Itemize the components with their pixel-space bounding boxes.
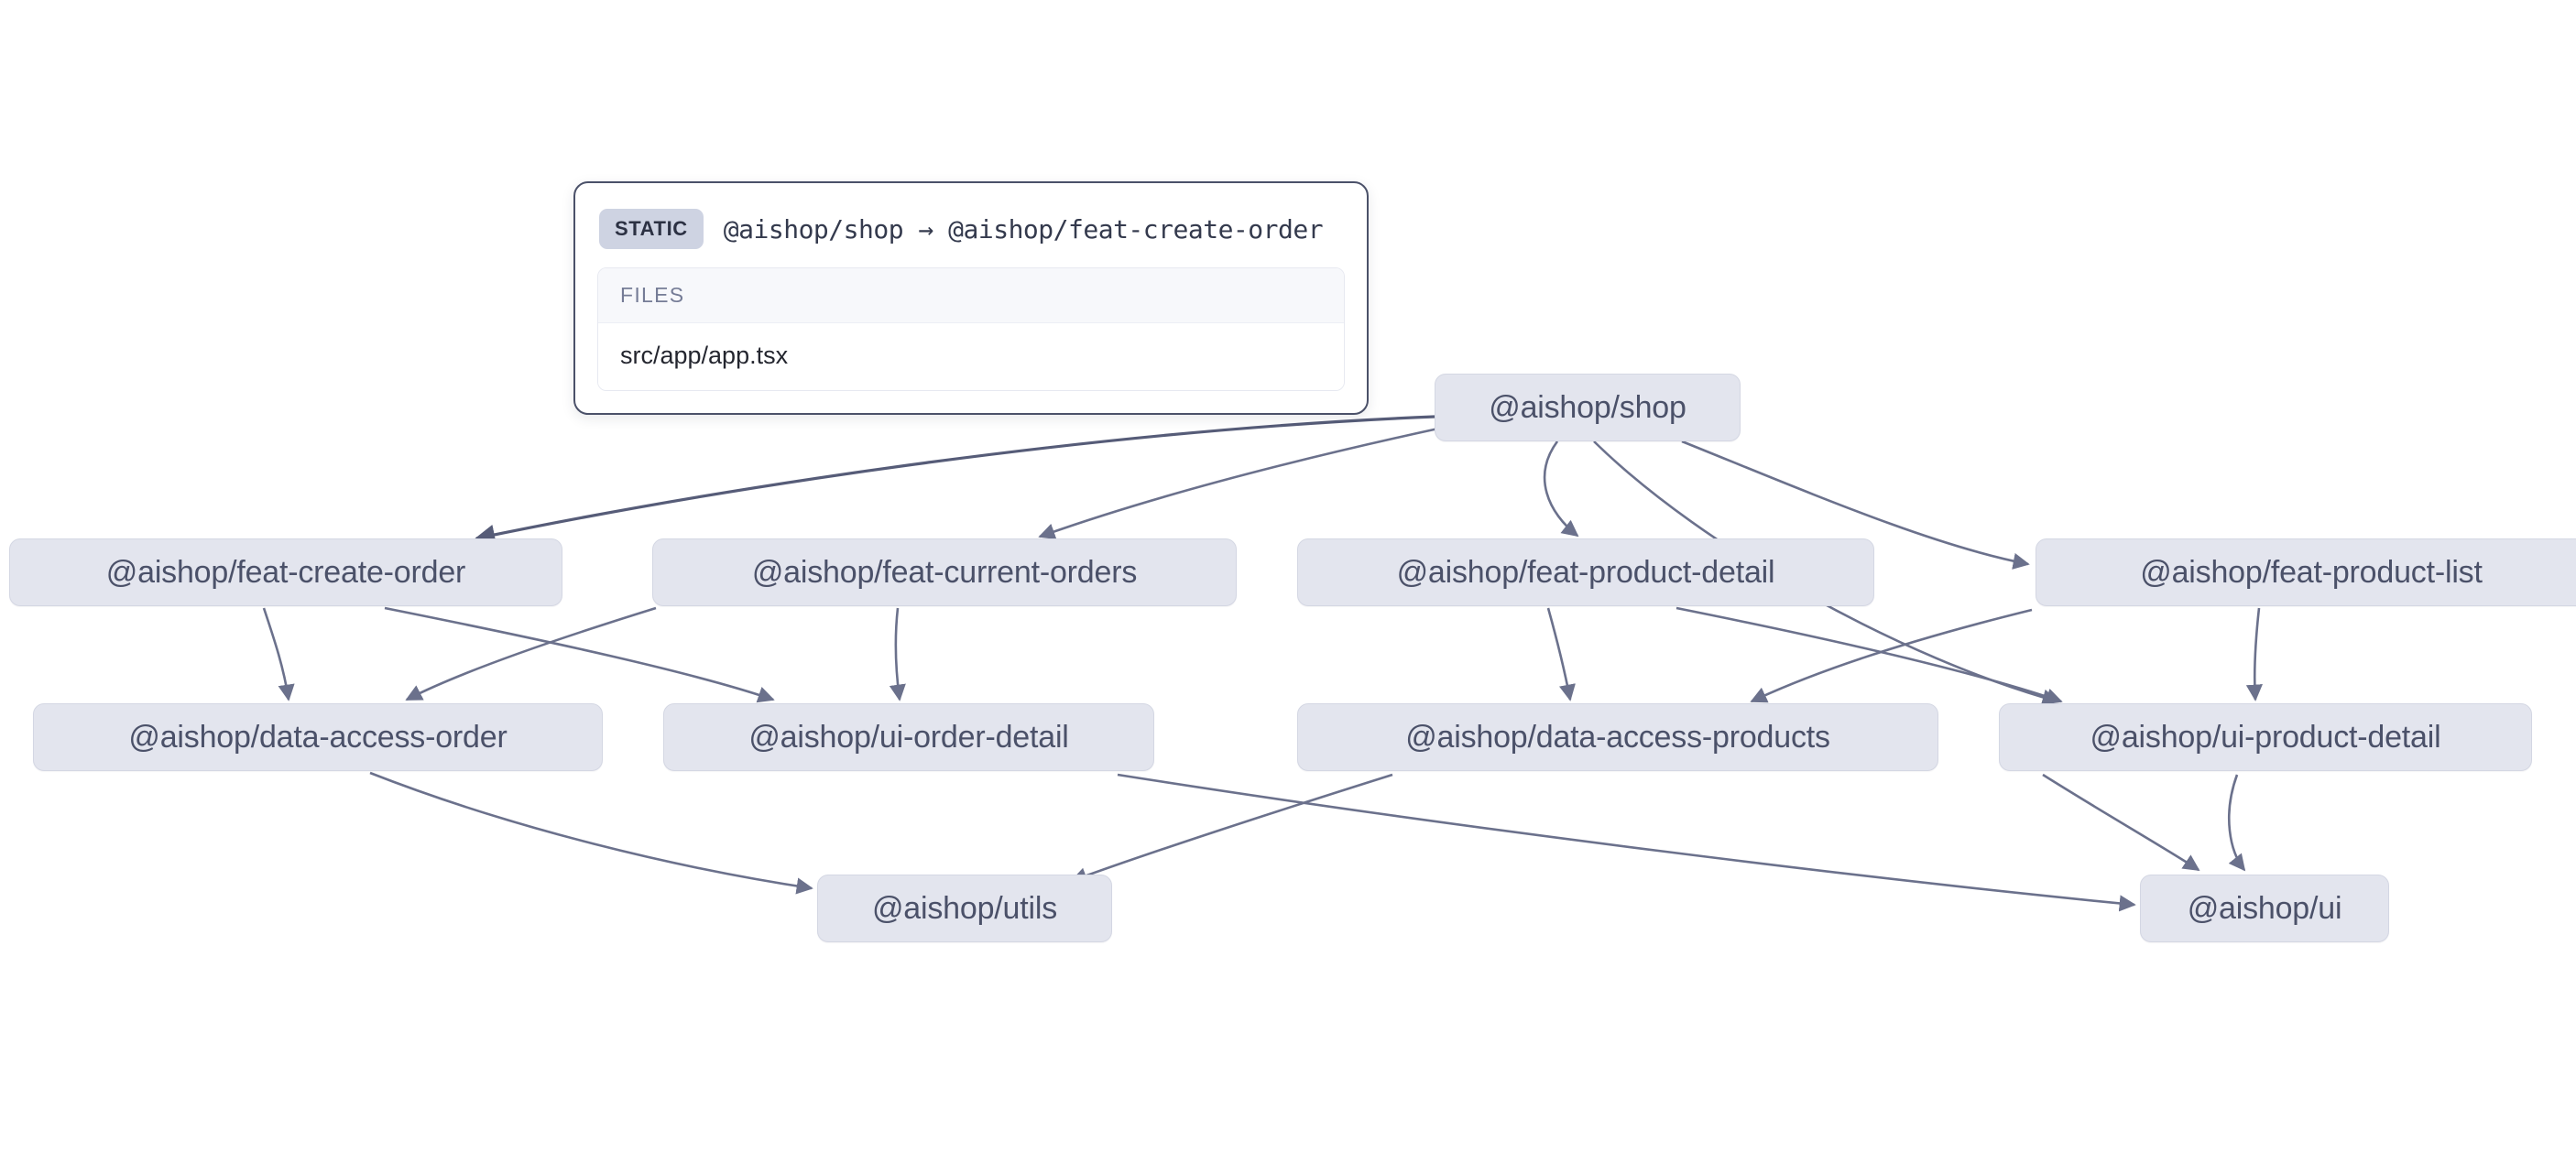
node-label: @aishop/shop [1489, 389, 1686, 425]
edge-detail-tooltip[interactable]: STATIC @aishop/shop → @aishop/feat-creat… [573, 181, 1369, 415]
node-label: @aishop/data-access-order [128, 719, 508, 755]
edge-feat-current-orders-to-ui-order-detail [889, 607, 906, 701]
edge-feat-current-orders-to-data-access-order [405, 606, 657, 701]
node-aishop-shop[interactable]: @aishop/shop [1435, 374, 1741, 441]
edge-ui-product-detail-to-ui-diagonal [2042, 773, 2200, 872]
edge-ui-order-detail-to-ui [1117, 773, 2136, 912]
node-label: @aishop/ui [2187, 890, 2342, 926]
node-label: @aishop/data-access-products [1405, 719, 1830, 755]
node-aishop-data-access-products[interactable]: @aishop/data-access-products [1297, 703, 1938, 771]
edge-data-access-order-to-utils [369, 771, 813, 895]
node-aishop-feat-create-order[interactable]: @aishop/feat-create-order [9, 538, 562, 606]
file-list-item[interactable]: src/app/app.tsx [598, 323, 1344, 390]
tooltip-title: @aishop/shop → @aishop/feat-create-order [723, 213, 1324, 245]
edge-feat-product-detail-to-ui-product-detail [1675, 606, 2063, 705]
node-label: @aishop/feat-product-detail [1396, 554, 1775, 590]
node-label: @aishop/feat-current-orders [751, 554, 1138, 590]
node-aishop-data-access-order[interactable]: @aishop/data-access-order [33, 703, 603, 771]
static-badge: STATIC [599, 209, 704, 249]
edge-feat-create-order-to-ui-order-detail [384, 606, 775, 703]
tooltip-header: STATIC @aishop/shop → @aishop/feat-creat… [597, 203, 1345, 267]
node-label: @aishop/feat-create-order [105, 554, 466, 590]
node-aishop-ui-order-detail[interactable]: @aishop/ui-order-detail [663, 703, 1154, 771]
files-panel-header: FILES [598, 268, 1344, 323]
edge-shop-to-feat-create-order [474, 415, 1435, 545]
edge-feat-product-list-to-ui-product-detail [2245, 607, 2263, 701]
edge-data-access-products-to-utils [1070, 773, 1393, 884]
node-label: @aishop/utils [871, 890, 1057, 926]
node-label: @aishop/ui-product-detail [2090, 719, 2441, 755]
node-label: @aishop/feat-product-list [2140, 554, 2483, 590]
edge-shop-to-feat-product-detail [1543, 440, 1579, 538]
node-aishop-feat-current-orders[interactable]: @aishop/feat-current-orders [652, 538, 1237, 606]
edge-ui-product-detail-to-ui-curved [2227, 774, 2246, 872]
node-aishop-ui-product-detail[interactable]: @aishop/ui-product-detail [1999, 703, 2532, 771]
node-aishop-utils[interactable]: @aishop/utils [817, 875, 1112, 942]
files-panel: FILES src/app/app.tsx [597, 267, 1345, 391]
node-aishop-feat-product-detail[interactable]: @aishop/feat-product-detail [1297, 538, 1874, 606]
node-label: @aishop/ui-order-detail [748, 719, 1069, 755]
node-aishop-ui[interactable]: @aishop/ui [2140, 875, 2389, 942]
edge-feat-create-order-to-data-access-order [262, 607, 295, 701]
edge-shop-to-feat-current-orders [1038, 427, 1439, 540]
edge-feat-product-detail-to-data-access-products [1546, 607, 1576, 701]
edge-feat-product-list-to-data-access-products [1750, 608, 2033, 703]
node-aishop-feat-product-list[interactable]: @aishop/feat-product-list [2036, 538, 2576, 606]
